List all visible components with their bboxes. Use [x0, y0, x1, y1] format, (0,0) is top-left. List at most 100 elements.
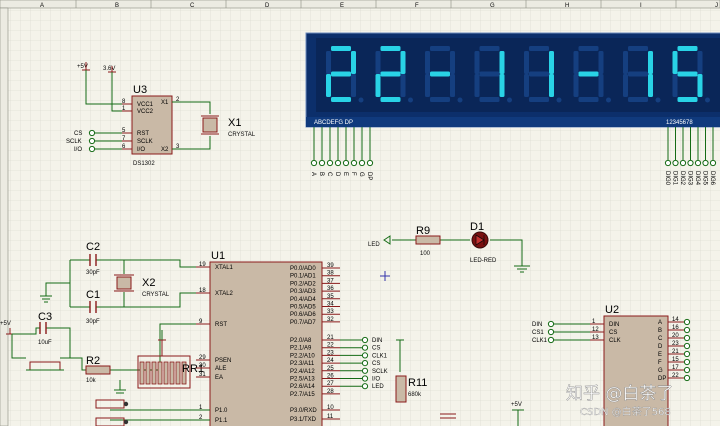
u1-pin-number: 30	[199, 363, 206, 369]
u1-pin-name: P2.2/A10	[290, 353, 315, 359]
u1-pin-name: P3.1/TXD	[290, 417, 317, 423]
u2-pin-name: CLK	[609, 338, 621, 344]
c2-ref: C2	[86, 241, 100, 253]
p2-net-label: CS	[372, 346, 380, 352]
u3-ds1302-rtc[interactable]: +5V 3.6V U3 DS1302 VCC18VCC21RST5SCLK7I/…	[66, 62, 256, 167]
display-digit	[425, 46, 463, 103]
p2-net-label: DIN	[372, 338, 382, 344]
column-label: A	[40, 3, 44, 9]
u2-net-label: CS1	[532, 330, 544, 336]
u2-pin-name: DP	[658, 376, 666, 382]
segment-pin: G	[358, 172, 364, 177]
u1-pin-name: P0.1/AD1	[290, 274, 316, 280]
u3-pin-number: 7	[122, 136, 126, 142]
oscillator-circuit[interactable]: C2 30pF C1 30pF X2 CRYSTAL	[40, 241, 210, 325]
u1-pin-name: XTAL1	[215, 265, 234, 271]
r11-value: 680k	[408, 392, 422, 398]
column-label: J	[715, 3, 718, 9]
u1-pin-number: 28	[327, 389, 334, 395]
power-label-5v-reset: +5V	[0, 321, 11, 327]
column-label: B	[115, 3, 119, 9]
u1-pin-number: 26	[327, 374, 334, 380]
segment-pin: F	[350, 172, 356, 176]
u1-pin-number: 33	[327, 309, 334, 315]
u3-pin-number: 3	[176, 144, 180, 150]
u1-pin-name: P2.6/A14	[290, 384, 315, 390]
u1-pin-name: P2.3/A11	[290, 361, 315, 367]
u2-pin-name: D	[658, 344, 663, 350]
column-label: H	[565, 3, 569, 9]
u3-pin-number: 2	[176, 97, 180, 103]
c3-ref: C3	[38, 311, 52, 323]
digit-pin: DIG0	[664, 171, 670, 186]
p2-net-label: CS	[372, 361, 380, 367]
u1-pin-number: 34	[327, 302, 334, 308]
u1-pin-number: 2	[199, 415, 203, 421]
u1-pin-number: 36	[327, 286, 334, 292]
r9-value: 100	[420, 251, 431, 257]
resistor-pack-rp1[interactable]: RR1	[137, 330, 204, 389]
u1-pin-name: P0.0/AD0	[290, 266, 316, 272]
u1-pin-name: XTAL2	[215, 291, 234, 297]
u3-pin-number: 6	[122, 144, 126, 150]
u1-pin-name: RST	[215, 322, 227, 328]
u1-pin-name: P0.3/AD3	[290, 289, 316, 295]
x2-value: CRYSTAL	[142, 292, 170, 298]
u1-pin-name: P1.1	[215, 418, 228, 424]
u2-pin-number: 16	[672, 325, 679, 331]
u2-pin-name: G	[658, 368, 663, 374]
u1-microcontroller[interactable]: U1 XTAL119XTAL218RST9PSEN29ALE30EA31P1.0…	[95, 250, 388, 426]
segment-pin-label: ABCDEFG DP	[314, 120, 353, 126]
u1-pin-number: 37	[327, 278, 334, 284]
led-circuit[interactable]: LED R9 100 D1 LED-RED	[368, 221, 530, 273]
resistor-r11[interactable]: R11 680k +5V	[395, 339, 524, 426]
segment-pin: D	[334, 172, 340, 177]
r2-value: 10k	[86, 378, 97, 384]
display-digit	[524, 46, 562, 103]
u2-pin-number: 1	[592, 319, 596, 325]
u2-net-label: CLK1	[532, 338, 548, 344]
u1-pin-number: 25	[327, 366, 334, 372]
u2-ref: U2	[605, 304, 619, 316]
column-label: D	[265, 3, 270, 9]
u1-pin-number: 21	[327, 335, 334, 341]
u2-pin-number: 21	[672, 349, 679, 355]
u2-pin-number: 17	[672, 365, 679, 371]
digit-pin-label: 12345678	[666, 120, 693, 126]
digit-pin: DIG5	[702, 171, 708, 186]
u2-pin-number: 20	[672, 333, 679, 339]
u1-pin-name: P2.4/A12	[290, 369, 315, 375]
r2-ref: R2	[86, 355, 100, 367]
u3-pin-name: VCC2	[137, 109, 154, 115]
display-digit	[672, 46, 710, 103]
display-digit	[326, 46, 364, 103]
x1-value: CRYSTAL	[228, 132, 256, 138]
display-digit	[375, 46, 413, 103]
column-label: G	[490, 3, 495, 9]
u1-pin-number: 35	[327, 294, 334, 300]
column-label: F	[415, 3, 419, 9]
u1-pin-number: 1	[199, 405, 203, 411]
c3-value: 10uF	[38, 340, 52, 346]
power-label-5v: +5V	[77, 64, 88, 70]
u3-net-label: CS	[74, 131, 82, 137]
digit-pin: DIG1	[672, 171, 678, 186]
display-digit	[474, 46, 512, 103]
u3-pin-number: 5	[122, 128, 126, 134]
u1-pin-name: PSEN	[215, 358, 231, 364]
u1-pin-number: 11	[327, 414, 334, 420]
u3-net-label: SCLK	[66, 139, 82, 145]
u1-pin-name: EA	[215, 375, 223, 381]
u3-pin-name: SCLK	[137, 139, 153, 145]
power-label-5v-r11: +5V	[511, 402, 522, 408]
u3-part: DS1302	[133, 161, 155, 167]
u1-pin-number: 22	[327, 343, 334, 349]
p2-net-label: LED	[372, 384, 384, 390]
reset-circuit[interactable]: +5V C3 10uF R2 10k	[0, 311, 210, 394]
led-net-label: LED	[368, 242, 380, 248]
c1-ref: C1	[86, 289, 100, 301]
watermark-csdn: CSDN @白茶了568	[580, 405, 671, 418]
